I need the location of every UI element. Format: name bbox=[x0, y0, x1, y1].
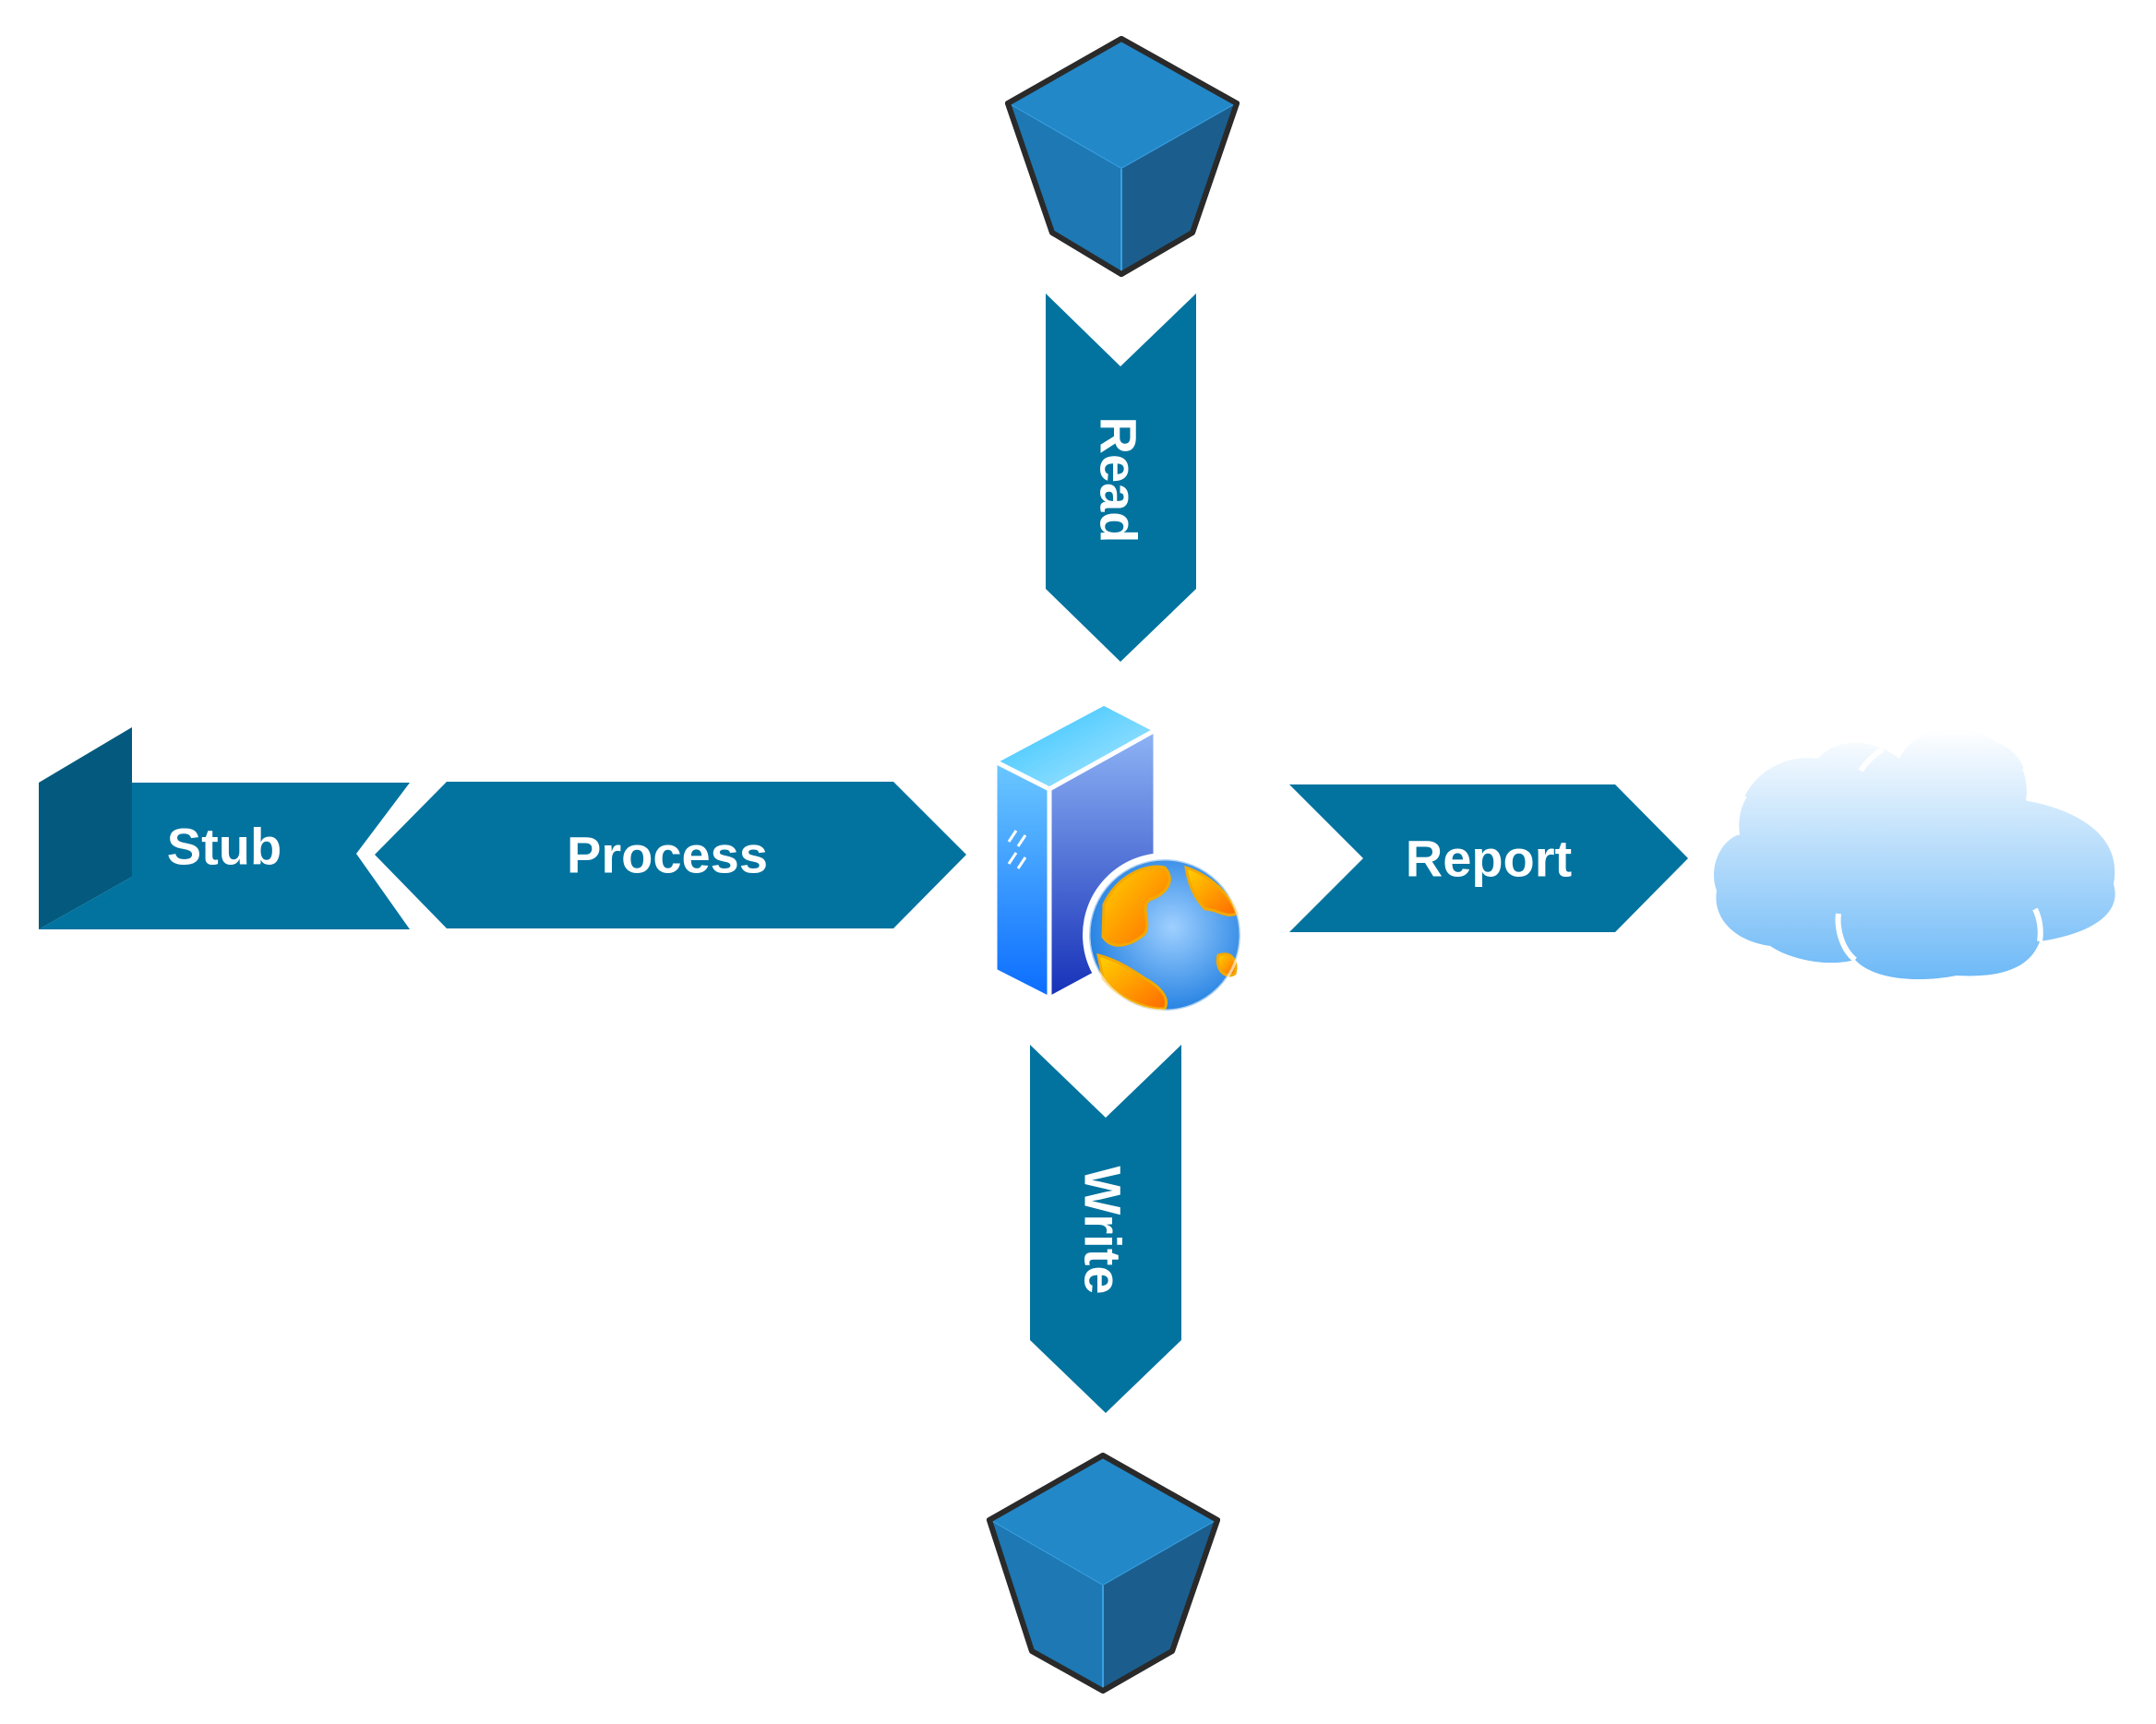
process-arrow: Process bbox=[375, 782, 966, 928]
stub-shape: Stub bbox=[39, 727, 410, 929]
report-label: Report bbox=[1406, 830, 1572, 888]
write-label: Write bbox=[1074, 1167, 1132, 1295]
cloud-icon bbox=[1713, 728, 2115, 980]
top-cube-icon bbox=[1005, 36, 1240, 277]
stub-label: Stub bbox=[167, 818, 281, 876]
report-arrow: Report bbox=[1289, 784, 1688, 932]
process-label: Process bbox=[567, 826, 768, 884]
web-server-icon bbox=[992, 700, 1247, 1017]
read-arrow: Read bbox=[1046, 293, 1196, 662]
write-arrow: Write bbox=[1030, 1045, 1181, 1413]
read-label: Read bbox=[1090, 417, 1148, 544]
bottom-cube-icon bbox=[987, 1453, 1220, 1694]
globe-icon bbox=[1083, 853, 1247, 1017]
